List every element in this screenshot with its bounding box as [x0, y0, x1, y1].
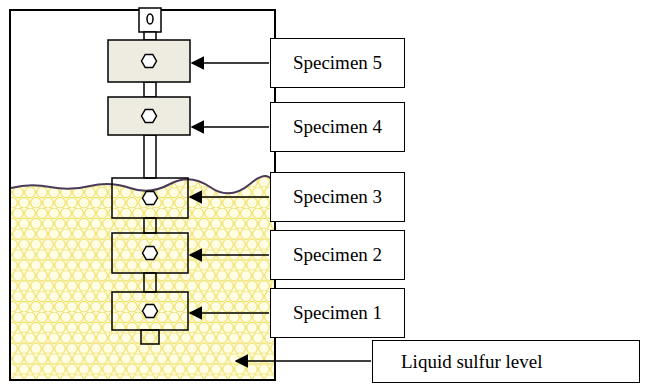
specimen-rack [108, 8, 190, 344]
label-text: Specimen 5 [293, 52, 382, 74]
liquid-sulfur [11, 176, 274, 379]
label-text: Specimen 3 [293, 186, 382, 208]
label-text: Liquid sulfur level [401, 351, 542, 373]
label-box: Specimen 1 [270, 288, 405, 338]
label-box: Specimen 2 [270, 230, 405, 280]
label-box: Specimen 3 [270, 172, 405, 222]
label-box: Specimen 5 [270, 38, 405, 88]
tank-wall [10, 10, 275, 380]
label-text: Specimen 4 [293, 116, 382, 138]
label-text: Specimen 1 [293, 302, 382, 324]
label-box: Specimen 4 [270, 102, 405, 152]
label-box: Liquid sulfur level [372, 340, 640, 383]
label-text: Specimen 2 [293, 244, 382, 266]
